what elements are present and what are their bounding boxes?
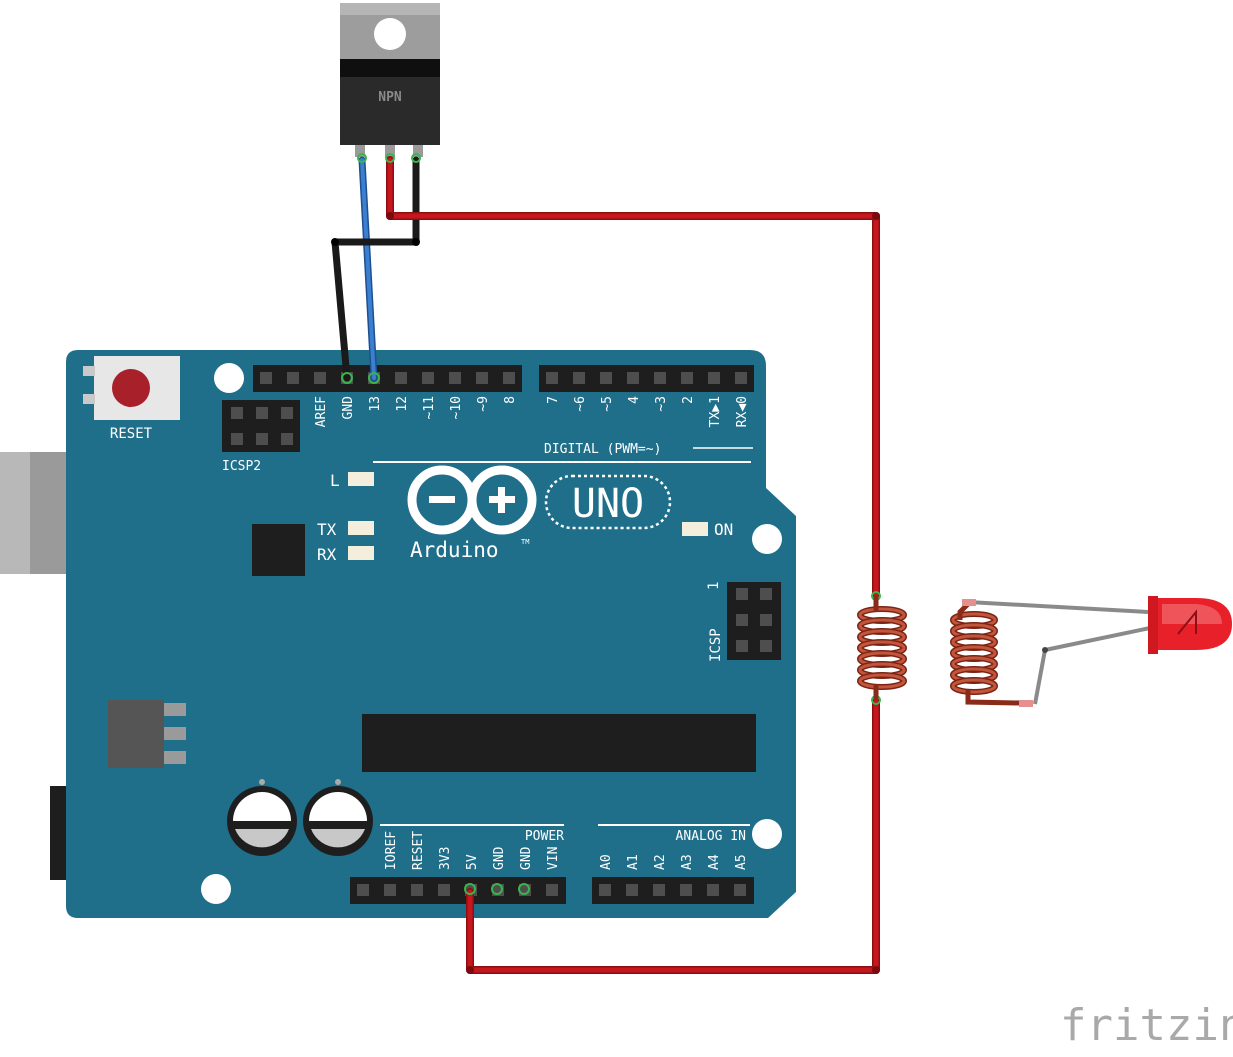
digital-label: DIGITAL (PWM=~) <box>544 442 661 457</box>
power-pin-label: GND <box>519 846 534 870</box>
digital-pin-label: RX◀0 <box>735 396 750 427</box>
led-l-label: L <box>330 471 340 490</box>
digital-pin-label: ~6 <box>573 396 588 412</box>
icsp-pin1-label: 1 <box>706 582 722 590</box>
led-tx <box>348 521 374 535</box>
voltage-regulator <box>108 700 186 768</box>
digital-pin-label: 7 <box>546 396 561 404</box>
power-pin-label: VIN <box>546 847 561 870</box>
power-pin-label: 3V3 <box>438 847 453 870</box>
power-header <box>350 877 566 904</box>
digital-pin-label: ~10 <box>449 396 464 419</box>
capacitor <box>303 779 373 856</box>
wire-black <box>331 156 420 382</box>
digital-pin-label: 8 <box>503 396 518 404</box>
main-chip <box>362 714 756 772</box>
mount-hole <box>752 819 782 849</box>
led-on-label: ON <box>714 520 733 539</box>
analog-pin-label: A2 <box>653 854 668 870</box>
mount-hole <box>214 363 244 393</box>
transmitter-coil <box>857 596 907 700</box>
power-label: POWER <box>525 829 564 844</box>
led-l <box>348 472 374 486</box>
brand-label: Arduino <box>410 538 499 562</box>
icsp2-label: ICSP2 <box>222 459 261 474</box>
digital-pin-label: AREF <box>314 396 329 427</box>
usb-chip <box>252 524 305 576</box>
power-pin-label: IOREF <box>384 831 399 870</box>
mount-hole <box>752 524 782 554</box>
transistor-label: NPN <box>378 90 402 105</box>
analog-pin-label: A3 <box>680 854 695 870</box>
power-pin-label: GND <box>492 846 507 870</box>
led-rx-label: RX <box>317 545 337 564</box>
digital-pin-label: ~5 <box>600 396 615 412</box>
reset-label: RESET <box>110 426 153 442</box>
digital-pin-label: 4 <box>627 396 642 404</box>
icsp2-header <box>222 400 300 452</box>
mount-hole <box>201 874 231 904</box>
analog-header <box>592 877 754 904</box>
digital-header-right <box>539 365 754 392</box>
analog-pin-label: A0 <box>599 854 614 870</box>
analog-pin-label: A4 <box>707 854 722 870</box>
capacitor <box>227 779 297 856</box>
arduino-logo <box>407 465 672 535</box>
analog-label: ANALOG IN <box>676 829 746 844</box>
power-pin-label: RESET <box>411 831 426 870</box>
digital-pin-label: 13 <box>368 396 383 412</box>
fritzing-watermark: fritzing <box>1060 1000 1233 1051</box>
analog-pin-label: A5 <box>734 854 749 870</box>
digital-pin-label: ~3 <box>654 396 669 412</box>
analog-pin-label: A1 <box>626 854 641 870</box>
model-label: UNO <box>572 481 644 527</box>
digital-pin-label: GND <box>341 396 356 420</box>
digital-header-left <box>253 365 522 392</box>
power-pin-label: 5V <box>465 854 480 870</box>
led-tx-label: TX <box>317 520 337 539</box>
npn-transistor <box>340 3 440 157</box>
digital-pin-label: ~11 <box>422 396 437 419</box>
icsp-label: ICSP <box>708 628 724 662</box>
led-leads <box>962 599 1151 707</box>
digital-pin-label: 2 <box>681 396 696 404</box>
icsp-header <box>727 582 781 660</box>
red-led <box>1148 596 1232 654</box>
trademark: TM <box>521 538 529 546</box>
digital-pin-label: TX▶1 <box>708 396 723 427</box>
arduino-board <box>66 350 796 918</box>
led-on <box>682 522 708 536</box>
digital-pin-label: 12 <box>395 396 410 412</box>
digital-pin-label: ~9 <box>476 396 491 412</box>
receiver-coil <box>950 602 1021 706</box>
led-rx <box>348 546 374 560</box>
reset-button[interactable] <box>83 356 180 420</box>
